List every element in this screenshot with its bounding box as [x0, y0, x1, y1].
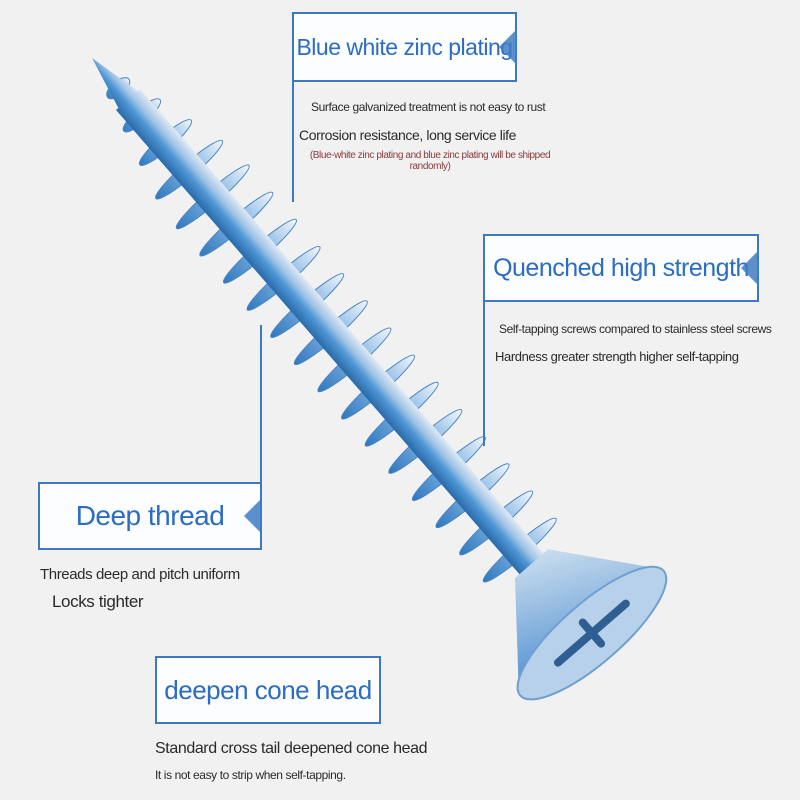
- feature-line: Surface galvanized treatment is not easy…: [311, 100, 546, 114]
- feature-line: It is not easy to strip when self-tappin…: [155, 768, 346, 782]
- connector-line: [260, 325, 262, 550]
- feature-note: (Blue-white zinc plating and blue zinc p…: [309, 150, 551, 172]
- feature-title: Quenched high strength: [493, 253, 749, 282]
- ribbon-notch: [244, 498, 262, 534]
- feature-title: Blue white zinc plating: [296, 33, 513, 60]
- feature-title: Deep thread: [75, 500, 225, 531]
- feature-title: deepen cone head: [164, 674, 372, 705]
- ribbon-notch: [499, 29, 517, 65]
- feature-card-deep-thread: Deep thread: [38, 482, 262, 550]
- feature-card-zinc-plating: Blue white zinc plating: [292, 12, 517, 82]
- connector-line: [292, 12, 294, 202]
- feature-card-cone-head: deepen cone head: [155, 656, 381, 724]
- ribbon-notch: [741, 250, 759, 286]
- feature-line: Self-tapping screws compared to stainles…: [499, 322, 772, 336]
- feature-line: Locks tighter: [52, 592, 144, 611]
- feature-line: Corrosion resistance, long service life: [299, 127, 517, 143]
- screw-shaft: [116, 89, 561, 594]
- feature-card-quenched: Quenched high strength: [483, 234, 759, 302]
- feature-line: Hardness greater strength higher self-ta…: [495, 349, 739, 364]
- connector-line: [483, 234, 485, 446]
- feature-line: Threads deep and pitch uniform: [40, 566, 240, 583]
- feature-line: Standard cross tail deepened cone head: [155, 740, 428, 757]
- phillips-cross-icon: [553, 599, 630, 667]
